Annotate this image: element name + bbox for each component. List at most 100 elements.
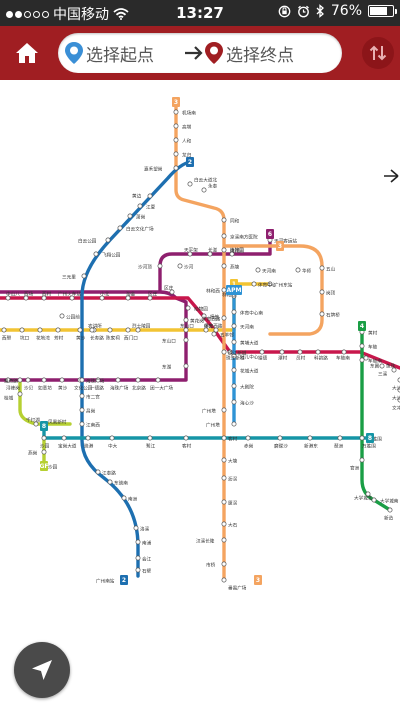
station-label: 动物园 — [194, 306, 208, 313]
station-marker — [221, 561, 227, 567]
station-marker — [315, 349, 321, 355]
signal-dot — [33, 10, 40, 18]
station-marker — [93, 251, 99, 257]
map-pan-arrow-icon — [384, 169, 399, 183]
line-badge-label: 2 — [122, 577, 126, 584]
station-marker — [221, 499, 227, 505]
station-marker — [117, 225, 123, 231]
station-marker — [337, 435, 343, 441]
station-label: 鹭江 — [146, 443, 156, 450]
station-label: 市桥 — [206, 562, 216, 569]
line-badge — [226, 285, 242, 295]
signal-dot — [42, 10, 49, 18]
station-label: 石牌桥 — [326, 312, 340, 319]
station-marker — [391, 367, 397, 373]
station-label: 燕塘 — [230, 264, 240, 271]
station-label: 妇儿中心 — [240, 354, 259, 361]
station-label: 客村 — [182, 443, 192, 450]
station-marker — [79, 393, 85, 399]
station-marker — [183, 363, 189, 369]
station-label: 沥滘 — [228, 476, 238, 483]
station-label: 千灯湖 — [26, 417, 40, 424]
station-label: 晓港 — [84, 443, 94, 450]
station-label: 淘金 — [126, 291, 136, 298]
station-label: 桂城 — [4, 395, 14, 402]
line-badge — [276, 241, 284, 251]
station-label: 长寿路 — [90, 335, 104, 342]
station-label: 新造 — [384, 515, 394, 522]
locate-me-button[interactable] — [14, 642, 70, 698]
start-point-field[interactable]: 选择起点 — [64, 40, 154, 66]
station-label: 大学城北 — [354, 495, 373, 502]
station-marker — [231, 309, 237, 315]
line-badge — [120, 575, 128, 585]
station-marker — [279, 349, 285, 355]
station-label: 团一大广场 — [150, 385, 173, 392]
line-badge — [40, 421, 48, 431]
station-marker — [5, 295, 11, 301]
station-marker — [135, 327, 141, 333]
station-marker — [33, 421, 39, 427]
station-marker — [231, 383, 237, 389]
station-marker — [319, 289, 325, 295]
arrow-right-icon — [185, 46, 203, 60]
station-marker — [207, 251, 213, 257]
station-label: 猎德 — [258, 355, 268, 362]
station-label: 西场 — [24, 291, 34, 298]
station-label: 黄埔大道 — [240, 340, 259, 347]
station-label: 大塘 — [228, 458, 238, 465]
station-label: 东山口 — [180, 323, 194, 330]
station-marker — [245, 435, 251, 441]
metro-map[interactable]: 机场南高增人和龙归嘉禾望岗白云大道北永泰同和京溪南方医院梅花园燕塘黄边江夏萧岗白… — [0, 80, 400, 710]
metro-map-svg[interactable]: 机场南高增人和龙归嘉禾望岗白云大道北永泰同和京溪南方医院梅花园燕塘黄边江夏萧岗白… — [0, 80, 400, 710]
station-label: 潭村 — [278, 355, 288, 362]
station-label: 广州南站 — [96, 578, 115, 585]
station-marker — [81, 273, 87, 279]
station-label: 中大 — [108, 443, 118, 450]
line-badge-label: APM — [226, 287, 241, 294]
station-marker — [379, 363, 385, 369]
swap-icon — [369, 45, 387, 61]
line-badge — [40, 461, 48, 471]
line-badge-label: 1 — [232, 281, 236, 288]
station-marker — [297, 349, 303, 355]
station-label: 花地湾 — [36, 335, 50, 342]
home-icon — [16, 43, 38, 63]
station-label: 赤岗 — [244, 443, 254, 450]
end-point-field[interactable]: 选择终点 — [204, 40, 294, 66]
station-marker — [363, 355, 369, 361]
station-label: 永泰 — [208, 183, 218, 190]
station-label: 东山口 — [162, 338, 176, 345]
station-label: 魁奇路 — [4, 378, 18, 385]
station-label: 农讲所 — [88, 323, 102, 330]
station-marker — [79, 407, 85, 413]
app-header: 选择起点 选择终点 — [0, 26, 400, 80]
station-marker — [319, 265, 325, 271]
station-label: 万胜围 — [362, 443, 376, 450]
station-label: 番禺广场 — [228, 585, 247, 592]
station-label: 广州塔 — [202, 408, 216, 415]
station-marker — [213, 327, 219, 333]
station-marker — [319, 311, 325, 317]
station-label: 东湖 — [162, 364, 172, 371]
home-button[interactable] — [8, 35, 46, 71]
battery-icon — [368, 5, 397, 17]
station-marker — [79, 421, 85, 427]
station-label: 车陂南 — [336, 355, 350, 362]
station-marker — [221, 537, 227, 543]
station-label: 长湴 — [208, 247, 218, 254]
station-label: 琶洲 — [334, 444, 344, 450]
station-label: 沙园 — [40, 444, 50, 450]
station-label: 区庄 — [148, 291, 158, 298]
station-label: 嘉禾望岗 — [144, 166, 163, 173]
station-label: 杨箕 — [210, 314, 220, 321]
station-marker — [183, 317, 189, 323]
station-label: 汉溪长隆 — [196, 538, 215, 545]
swap-route-button[interactable] — [362, 37, 394, 69]
station-label: 车陂 — [368, 344, 378, 351]
station-label: 凤凰新村 — [48, 419, 67, 426]
station-label: 五山 — [326, 266, 336, 273]
line-badge-label: 8 — [42, 423, 46, 430]
station-label: 飞翔公园 — [102, 252, 121, 259]
